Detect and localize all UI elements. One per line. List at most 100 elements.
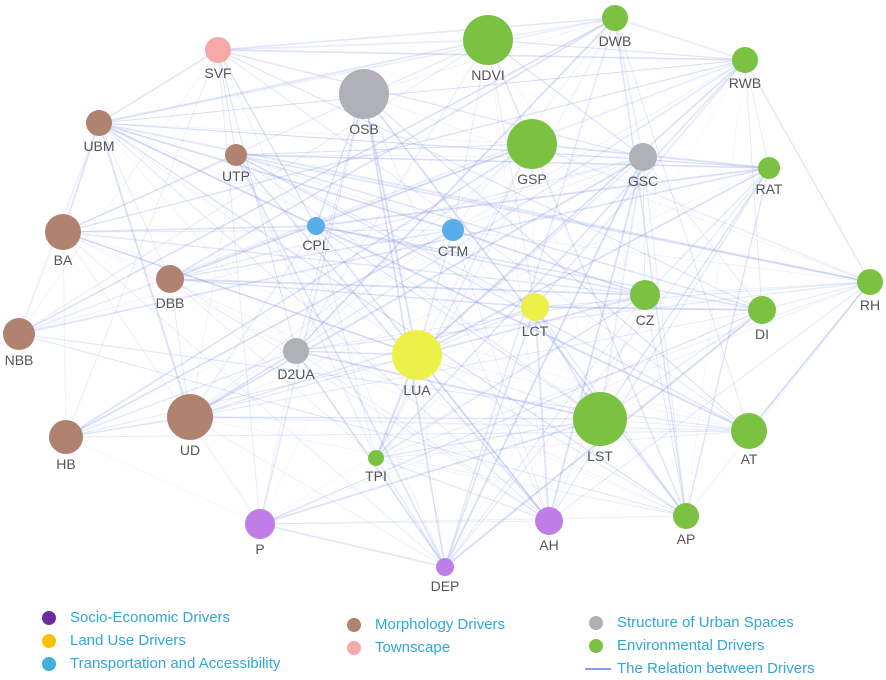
edge-rat-ud (189, 167, 770, 418)
edge-svf-utp (217, 49, 237, 156)
node-label-ctm: CTM (438, 243, 468, 259)
node-nbb[interactable] (3, 318, 35, 350)
edge-gsc-lct (534, 156, 644, 308)
edge-cz-tpi (375, 294, 646, 459)
legend-transport: Transportation and Accessibility (42, 654, 280, 674)
node-ndvi[interactable] (463, 15, 513, 65)
node-label-cz: CZ (636, 312, 655, 328)
edge-gsc-ap (642, 156, 687, 517)
node-label-ubm: UBM (83, 138, 114, 154)
legend-environment: Environmental Drivers (589, 636, 765, 656)
edge-ubm-dbb (98, 122, 171, 280)
node-cpl[interactable] (307, 217, 325, 235)
node-ba[interactable] (45, 214, 81, 250)
edge-d2ua-ah (295, 350, 550, 522)
edge-osb-dep (363, 93, 446, 568)
edge-di-lst (599, 309, 763, 420)
legend-townscape-swatch (347, 641, 361, 655)
edge-lua-dep (416, 354, 446, 568)
edge-at-tpi (375, 430, 750, 459)
edge-utp-rat (235, 154, 770, 169)
edge-rat-nbb (18, 167, 770, 335)
node-utp[interactable] (225, 144, 247, 166)
edge-ba-cz (62, 231, 646, 296)
edge-svf-d2ua (217, 49, 297, 352)
edge-rwb-ba (62, 59, 746, 233)
node-rat[interactable] (758, 157, 780, 179)
edge-rwb-di (744, 59, 763, 311)
edge-ndvi-nbb (18, 39, 489, 335)
edge-osb-d2ua (295, 93, 365, 352)
node-label-rat: RAT (756, 181, 783, 197)
node-ap[interactable] (673, 503, 699, 529)
node-svf[interactable] (205, 37, 231, 63)
node-di[interactable] (748, 296, 776, 324)
edge-d2ua-p (259, 350, 297, 525)
node-tpi[interactable] (368, 450, 384, 466)
node-ctm[interactable] (442, 219, 464, 241)
edge-ubm-rat (98, 122, 770, 169)
node-gsp[interactable] (507, 119, 557, 169)
edge-ndvi-ah (487, 39, 550, 522)
legend-socio-swatch (42, 611, 56, 625)
legend-structure-label: Structure of Urban Spaces (617, 614, 794, 631)
edge-rat-lua (416, 167, 770, 356)
node-osb[interactable] (339, 69, 389, 119)
edge-dbb-tpi (169, 278, 377, 459)
edge-lua-at (416, 354, 750, 432)
node-dbb[interactable] (156, 265, 184, 293)
edge-p-ap (259, 515, 687, 525)
edge-di-p (259, 309, 763, 525)
node-ud[interactable] (167, 394, 213, 440)
edge-lst-p (259, 418, 601, 525)
edge-ubm-at (98, 122, 750, 432)
node-lst[interactable] (573, 392, 627, 446)
node-cz[interactable] (630, 280, 660, 310)
node-dwb[interactable] (602, 5, 628, 31)
edge-rwb-dep (444, 59, 746, 568)
node-dep[interactable] (436, 558, 454, 576)
legend-structure-swatch (589, 616, 603, 630)
legend-morphology-swatch (347, 618, 361, 632)
edge-cz-lua (416, 294, 646, 356)
edge-svf-hb (65, 49, 219, 438)
edge-rat-ah (548, 167, 770, 522)
edge-gsp-rh (531, 143, 871, 283)
edge-gsp-lct (531, 143, 536, 308)
node-label-d2ua: D2UA (277, 366, 315, 382)
edge-ndvi-d2ua (295, 39, 489, 352)
node-hb[interactable] (49, 420, 83, 454)
legend-environment-label: Environmental Drivers (617, 637, 765, 654)
edge-gsc-ctm (452, 156, 644, 231)
node-ah[interactable] (535, 507, 563, 535)
edge-nbb-ap (18, 333, 687, 517)
edge-rh-d2ua (295, 281, 871, 352)
edge-ndvi-ctm (452, 39, 489, 231)
edge-dwb-at (614, 17, 750, 432)
legend-socio-label: Socio-Economic Drivers (70, 609, 231, 626)
node-gsc[interactable] (629, 143, 657, 171)
edge-gsc-ah (548, 156, 644, 522)
edge-dwb-dbb (169, 17, 616, 280)
node-p[interactable] (245, 509, 275, 539)
legend-relation-label: The Relation between Drivers (617, 660, 815, 677)
edge-utp-tpi (235, 154, 377, 459)
edge-tpi-ap (375, 457, 687, 517)
edge-utp-ba (62, 154, 237, 233)
edge-d2ua-ap (295, 350, 687, 517)
node-at[interactable] (731, 413, 767, 449)
edge-ndvi-lct (487, 39, 536, 308)
node-rh[interactable] (857, 269, 883, 295)
legend-townscape: Townscape (347, 638, 450, 658)
node-rwb[interactable] (732, 47, 758, 73)
edge-cz-di (644, 294, 763, 311)
edge-ba-lua (62, 231, 418, 356)
node-lct[interactable] (521, 293, 549, 321)
edge-ud-ap (189, 416, 687, 517)
edge-ba-at (62, 231, 750, 432)
node-lua[interactable] (392, 330, 442, 380)
edge-utp-gsp (235, 143, 533, 156)
node-ubm[interactable] (86, 110, 112, 136)
node-d2ua[interactable] (283, 338, 309, 364)
legend-morphology-label: Morphology Drivers (375, 616, 506, 633)
